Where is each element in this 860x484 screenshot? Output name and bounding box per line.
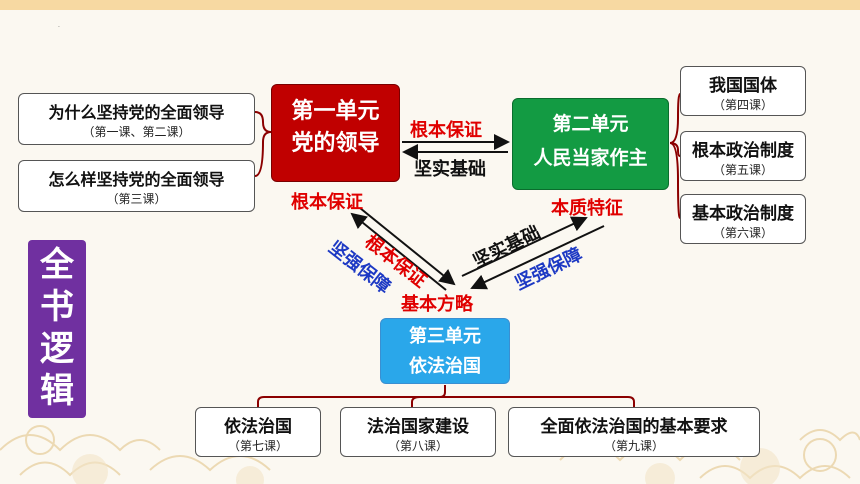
bracket-bottom-mid	[411, 396, 445, 407]
box-title: 为什么坚持党的全面领导	[48, 103, 225, 122]
bracket-left-bottom	[254, 131, 272, 177]
unit1-title: 党的领导	[291, 131, 380, 156]
label-u1-bottom: 根本保证	[291, 192, 363, 213]
bracket-bottom-right	[445, 396, 635, 407]
box-lesson: （第四课）	[712, 98, 773, 112]
unit2-title: 人民当家作主	[533, 147, 648, 169]
label-u2-bottom: 本质特征	[551, 198, 623, 219]
box-title: 基本政治制度	[692, 204, 794, 224]
unit2-number: 第二单元	[552, 113, 629, 135]
top-accent-bar	[0, 0, 860, 10]
box-how-party-leadership: 怎么样坚持党的全面领导 （第三课）	[18, 160, 255, 212]
box-why-party-leadership: 为什么坚持党的全面领导 （第一课、第二课）	[18, 93, 255, 145]
box-title: 全面依法治国的基本要求	[540, 417, 728, 437]
label-u1-to-u2: 根本保证	[410, 120, 482, 141]
unit1-party-leadership: 第一单元 党的领导	[271, 84, 400, 182]
bracket-right-top	[669, 93, 681, 144]
box-law-based-country: 法治国家建设 （第八课）	[340, 407, 496, 457]
bracket-left-top	[254, 111, 272, 133]
book-logic-side-label: 全书逻辑	[28, 240, 86, 418]
box-title: 根本政治制度	[692, 141, 794, 161]
box-lesson: （第八课）	[387, 439, 448, 453]
decorative-dot: .	[58, 22, 60, 29]
box-state-system: 我国国体 （第四课）	[680, 66, 806, 116]
box-rule-of-law: 依法治国 （第七课）	[195, 407, 321, 457]
box-lesson: （第六课）	[712, 226, 773, 240]
unit3-number: 第三单元	[409, 326, 481, 347]
bracket-right-mid	[669, 142, 681, 157]
box-lesson: （第九课）	[603, 439, 664, 453]
unit2-people-masters: 第二单元 人民当家作主	[512, 98, 669, 190]
arrow-u2-to-u3	[470, 225, 605, 290]
arrow-u3-to-u1	[350, 212, 447, 291]
arrow-u1-to-u3	[359, 207, 456, 286]
box-lesson: （第七课）	[227, 439, 288, 453]
box-title: 怎么样坚持党的全面领导	[48, 170, 225, 189]
box-basic-political-system: 基本政治制度 （第六课）	[680, 194, 806, 244]
box-title: 法治国家建设	[367, 417, 469, 437]
unit3-rule-of-law: 第三单元 依法治国	[380, 318, 510, 384]
label-u2-to-u1: 坚实基础	[414, 159, 486, 180]
box-title: 我国国体	[709, 76, 777, 96]
label-u3-top: 基本方略	[401, 294, 473, 315]
box-title: 依法治国	[224, 417, 292, 437]
box-fundamental-political-system: 根本政治制度 （第五课）	[680, 131, 806, 181]
unit1-number: 第一单元	[291, 99, 380, 124]
box-lesson: （第一课、第二课）	[82, 125, 191, 139]
box-lesson: （第三课）	[106, 192, 167, 206]
unit3-title: 依法治国	[409, 356, 481, 377]
box-basic-requirements: 全面依法治国的基本要求 （第九课）	[508, 407, 760, 457]
bracket-bottom-left	[257, 385, 446, 407]
arrow-u3-to-u2	[461, 216, 588, 277]
box-lesson: （第五课）	[712, 163, 773, 177]
bracket-right-bottom	[669, 142, 681, 219]
